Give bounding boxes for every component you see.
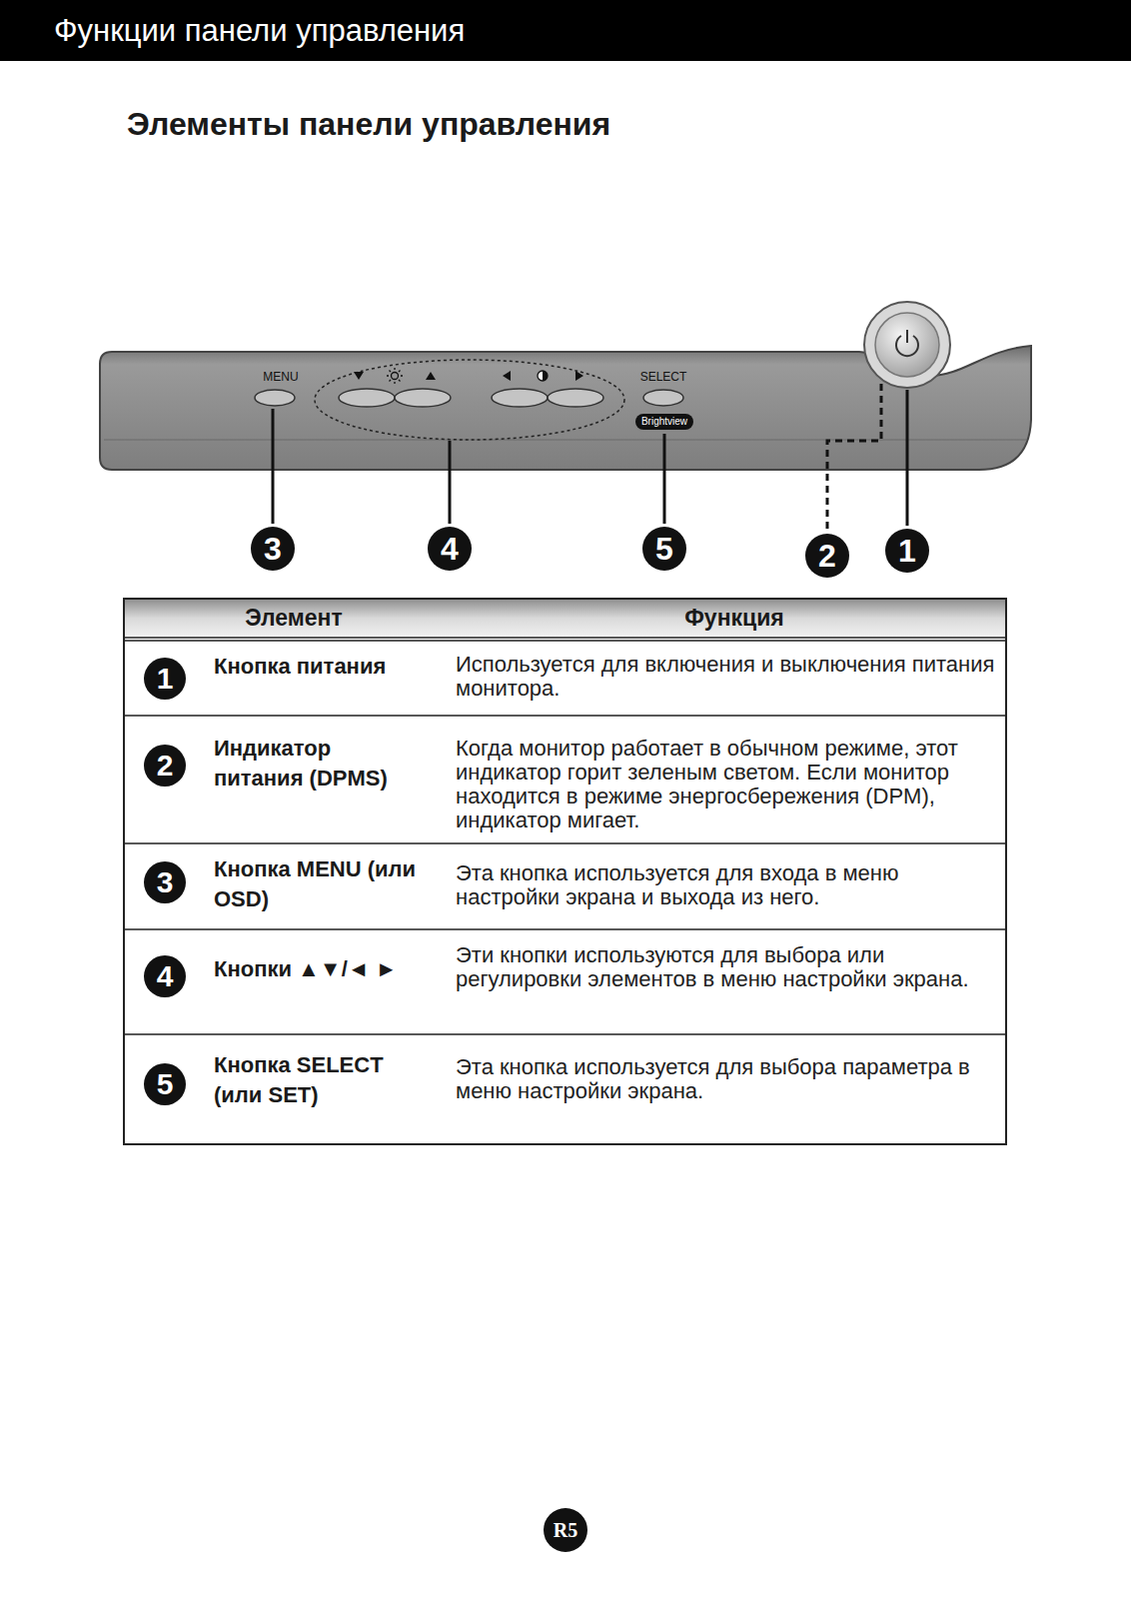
brightview-badge: Brightview — [635, 413, 694, 430]
table-header-rule — [123, 637, 1007, 641]
callout-number: 2 — [805, 533, 850, 578]
panel-edge — [103, 439, 1028, 441]
menu-button — [254, 389, 295, 406]
element-name: Кнопка питания — [213, 651, 419, 682]
element-name: Кнопка MENU (или OSD) — [213, 854, 419, 915]
function-text: Эта кнопка используется для выбора парам… — [455, 1055, 1001, 1104]
up-button — [394, 388, 451, 407]
down-button — [338, 388, 395, 407]
panel-label: MENU — [250, 368, 311, 385]
callout-number: 5 — [642, 526, 687, 571]
power-button-ring — [864, 301, 951, 388]
row-number: 5 — [143, 1063, 186, 1106]
leader-line — [271, 408, 275, 524]
arrow-group-outline — [314, 359, 625, 440]
element-name: Кнопки ▲▼/◄ ► — [213, 954, 439, 985]
callout-number: 4 — [427, 526, 472, 571]
panel-label: SELECT — [633, 368, 694, 385]
node-text: Функции панели управления — [53, 12, 465, 49]
table-row-rule — [123, 715, 1007, 1035]
element-name: Кнопка SELECT (или SET) — [213, 1050, 419, 1111]
function-text: Когда монитор работает в обычном режиме,… — [455, 736, 1001, 833]
right-button — [547, 388, 604, 407]
row-number: 1 — [143, 657, 186, 700]
page-number-badge: R5 — [543, 1507, 588, 1552]
leader-line — [906, 389, 910, 526]
function-text: Эта кнопка используется для входа в меню… — [455, 861, 1001, 910]
row-number: 4 — [143, 955, 186, 998]
element-name: Индикатор питания (DPMS) — [213, 733, 419, 794]
node-text: R5 — [553, 1518, 578, 1542]
node-text: Brightview — [641, 415, 688, 428]
callout-number: 1 — [885, 528, 930, 573]
column-header: Функция — [614, 603, 855, 632]
column-header: Элемент — [173, 603, 414, 632]
callout-number: 3 — [250, 526, 295, 571]
page-title: Элементы панели управления — [126, 103, 611, 144]
leader-line — [448, 440, 452, 524]
table-border — [123, 598, 1007, 1144]
leader-line — [663, 433, 667, 524]
function-text: Используется для включения и выключения … — [455, 652, 1001, 701]
brightness-symbol — [391, 372, 399, 380]
header-band: Функции панели управления — [0, 0, 1131, 61]
select-button — [643, 389, 684, 406]
down-arrow-symbol — [353, 371, 364, 380]
power-button — [875, 312, 940, 377]
row-number: 3 — [143, 861, 186, 904]
up-arrow-symbol — [425, 371, 436, 380]
dashed-leader-line — [827, 383, 882, 530]
power-symbol-bar — [906, 329, 909, 343]
left-arrow-symbol — [502, 370, 511, 381]
left-button — [491, 388, 548, 407]
contrast-half — [542, 370, 548, 381]
contrast-symbol — [537, 370, 548, 381]
brightness-rays — [386, 367, 403, 384]
right-arrow-symbol — [575, 370, 584, 381]
row-number: 2 — [143, 744, 186, 787]
table-header-band — [123, 598, 1007, 638]
function-text: Эти кнопки используются для выбора или р… — [455, 943, 1001, 992]
